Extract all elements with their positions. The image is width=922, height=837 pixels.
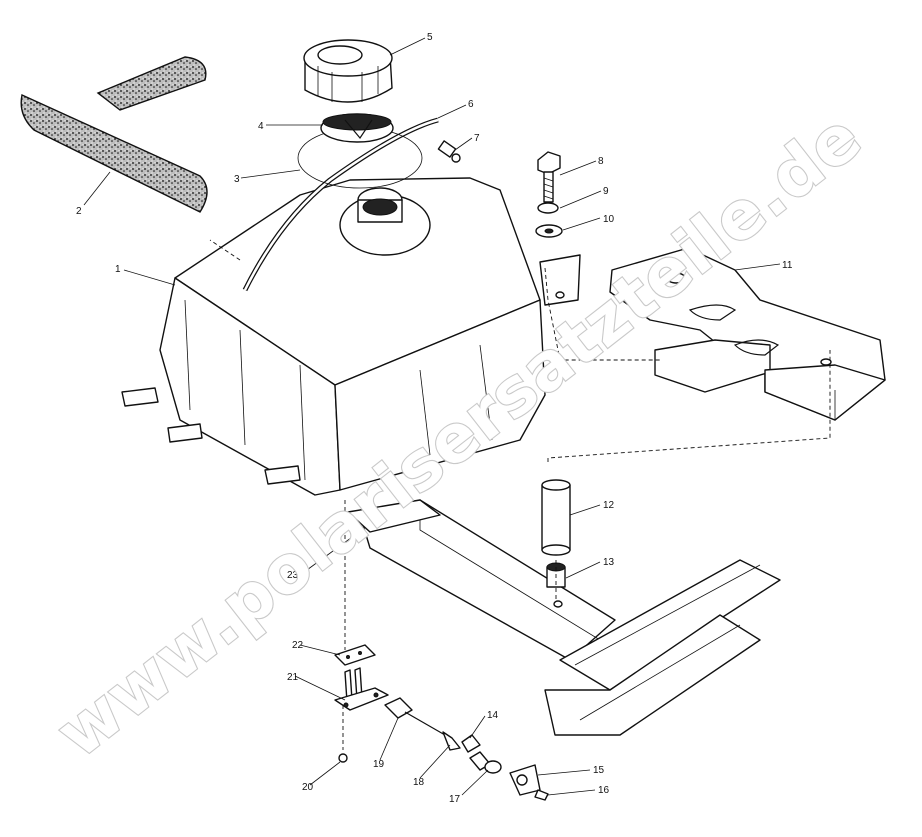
callout-19: 19 (373, 759, 385, 770)
leader-lines (83, 37, 831, 796)
callout-14: 14 (487, 710, 499, 721)
tank-bracket-part (609, 247, 886, 421)
fuel-tank-part (121, 117, 581, 496)
callout-18: 18 (413, 777, 425, 788)
pad-part (347, 499, 441, 533)
callout-15: 15 (593, 765, 605, 776)
callout-16: 16 (598, 785, 610, 796)
fuel-valve-assembly (334, 644, 549, 801)
callout-2: 2 (76, 206, 82, 217)
callout-7: 7 (474, 133, 480, 144)
lock-washer-part (537, 202, 559, 214)
callout-10: 10 (603, 214, 615, 225)
callout-3: 3 (234, 174, 240, 185)
spacer-tube-part (541, 479, 571, 556)
washer-part (535, 224, 563, 238)
callout-8: 8 (598, 156, 604, 167)
fuel-cap-part (303, 39, 393, 103)
seat-foam-part (20, 56, 208, 213)
filler-ring-part (320, 113, 394, 143)
callout-9: 9 (603, 186, 609, 197)
bolt-part (537, 151, 561, 203)
callout-17: 17 (449, 794, 461, 805)
callout-1: 1 (115, 264, 121, 275)
callout-22: 22 (292, 640, 304, 651)
callout-5: 5 (427, 32, 433, 43)
callout-20: 20 (302, 782, 314, 793)
callout-labels: 1 2 3 4 5 6 7 8 9 10 11 12 13 14 15 16 1… (76, 32, 793, 805)
callout-12: 12 (603, 500, 615, 511)
callout-11: 11 (782, 260, 793, 271)
callout-23: 23 (287, 570, 299, 581)
frame-part (359, 499, 781, 736)
callout-13: 13 (603, 557, 615, 568)
vent-fitting-part (437, 140, 461, 163)
callout-21: 21 (287, 672, 299, 683)
callout-6: 6 (468, 99, 474, 110)
callout-4: 4 (258, 121, 264, 132)
